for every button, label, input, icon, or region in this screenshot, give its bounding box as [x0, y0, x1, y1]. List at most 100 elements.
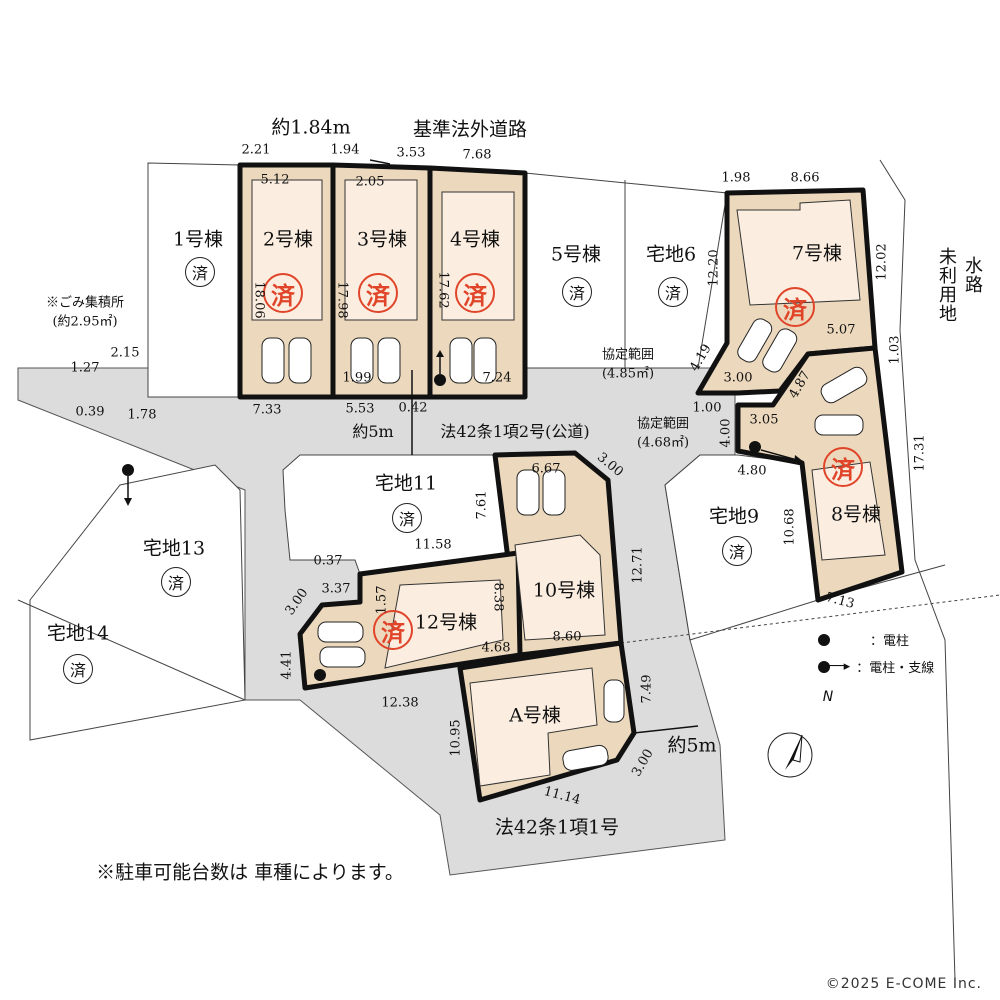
lot-label-8: 8号棟: [830, 503, 882, 526]
sold-stamp: 済: [63, 654, 93, 684]
agreement-area-1-size: (4.85㎡): [601, 366, 655, 382]
dimension-label: 10.68: [782, 508, 798, 546]
lot-label-10: 10号棟: [532, 579, 596, 602]
dimension-label: 12.02: [874, 243, 890, 281]
legend-pole-label: ：電柱: [870, 634, 910, 649]
dimension-label: 2.05: [355, 174, 385, 190]
lot-label-14: 宅地14: [46, 622, 110, 645]
dimension-label: 0.42: [398, 400, 428, 416]
dimension-label: 17.98: [334, 281, 350, 319]
lot-label-4: 4号棟: [449, 228, 501, 251]
sold-stamp: 済: [722, 536, 752, 566]
dimension-label: 8.66: [790, 170, 820, 186]
dimension-label: 1.00: [692, 400, 722, 416]
dimension-label: 2.21: [241, 142, 271, 158]
dimension-label: 7.24: [482, 370, 512, 386]
sold-stamp-red: 済: [775, 287, 815, 327]
dimension-label: 1.57: [374, 585, 390, 615]
sold-stamp-red: 済: [823, 447, 863, 487]
dimension-label: 4.80: [737, 463, 767, 479]
lot-label-7: 7号棟: [791, 242, 843, 265]
width-label-184: 約1.84m: [271, 116, 351, 139]
copyright: ©2025 E-COME Inc.: [825, 976, 982, 992]
pole-guy-icon: [818, 660, 830, 673]
dimension-label: 1.94: [330, 142, 360, 158]
arrow-right-icon: ──▸: [828, 659, 851, 674]
sold-stamp: 済: [185, 257, 215, 287]
dimension-label: 12.38: [381, 695, 419, 711]
public-road-label: 法42条1項2号(公道): [440, 422, 590, 441]
dimension-label: 4.00: [718, 418, 734, 448]
dimension-label: 7.33: [252, 402, 282, 418]
dimension-label: 3.53: [396, 145, 426, 161]
dimension-label: 4.41: [279, 650, 295, 680]
dimension-label: 17.62: [435, 271, 451, 309]
legend-pole: ：電柱: [818, 630, 909, 649]
dimension-label: 17.31: [912, 434, 928, 472]
dimension-label: 10.95: [448, 719, 464, 757]
lot-label-12: 12号棟: [414, 611, 478, 634]
road-width-label: 約5m: [352, 422, 394, 441]
dimension-label: 1.03: [887, 335, 903, 365]
road-1-1-label: 法42条1項1号: [494, 816, 620, 839]
legend-pole-guy: ──▸ ：電柱・支線: [818, 657, 934, 676]
dimension-label: 0.39: [75, 404, 105, 420]
sold-stamp: 済: [161, 567, 191, 597]
parking-note: ※駐車可能台数は 車種によります。: [96, 861, 404, 884]
garbage-station-title: ※ごみ集積所: [45, 295, 125, 311]
sold-stamp: 済: [562, 277, 592, 307]
lot-label-2: 2号棟: [262, 228, 314, 251]
dimension-label: 12.20: [706, 249, 722, 287]
dimension-label: 5.07: [826, 322, 856, 338]
agreement-area-2-size: (4.68㎡): [636, 435, 690, 451]
sold-stamp-red: 済: [373, 610, 413, 650]
dimension-label: 0.37: [313, 553, 343, 569]
dimension-label: 7.49: [639, 674, 655, 704]
lot-label-5: 5号棟: [550, 243, 602, 266]
dimension-label: 1.78: [127, 407, 157, 423]
dimension-label: 3.37: [321, 581, 351, 597]
dimension-label: 1.27: [70, 360, 100, 376]
sold-stamp-red: 済: [358, 273, 398, 313]
lot-label-13: 宅地13: [142, 537, 206, 560]
lot-label-6: 宅地6: [645, 243, 697, 266]
dimension-label: 5.53: [345, 401, 375, 417]
dimension-label: 7.68: [462, 147, 492, 163]
lot-label-1: 1号棟: [172, 228, 224, 251]
car-icons: [261, 318, 868, 771]
pole-icon: [818, 633, 830, 646]
sold-stamp-red: 済: [263, 273, 303, 313]
waterway-label: 水路: [962, 256, 983, 294]
lot-label-9: 宅地9: [708, 505, 760, 528]
agreement-area-1-title: 協定範囲: [601, 347, 655, 363]
dimension-label: 7.61: [474, 490, 490, 520]
dimension-label: 8.38: [490, 582, 506, 612]
pole-markers: [122, 350, 804, 681]
sold-stamp: 済: [392, 503, 422, 533]
sold-stamp: 済: [658, 277, 688, 307]
dimension-label: 4.68: [481, 640, 511, 656]
north-label: N: [822, 689, 834, 705]
non-standard-road-label: 基準法外道路: [412, 118, 528, 141]
dimension-label: 8.60: [552, 629, 582, 645]
legend-pole-guy-label: ：電柱・支線: [856, 661, 935, 676]
road-width-bottom-label: 約5m: [667, 734, 717, 757]
sold-stamp-red: 済: [455, 273, 495, 313]
dimension-label: 1.98: [721, 170, 751, 186]
dimension-label: 6.67: [531, 461, 561, 477]
lot-label-11: 宅地11: [374, 472, 438, 495]
garbage-station-area: (約2.95㎡): [52, 314, 118, 330]
dimension-label: 1.99: [342, 370, 372, 386]
dimension-label: 5.12: [260, 172, 290, 188]
dimension-label: 12.71: [630, 546, 646, 584]
dimension-label: 3.05: [749, 412, 779, 428]
dimension-label: 3.00: [723, 370, 753, 386]
lot-label-3: 3号棟: [356, 228, 408, 251]
dimension-label: 2.15: [110, 345, 140, 361]
plot-13: [29, 464, 246, 741]
plot-5-6: [524, 172, 728, 369]
north-arrow-icon: [767, 732, 813, 778]
lot-label-a: A号棟: [509, 704, 561, 727]
